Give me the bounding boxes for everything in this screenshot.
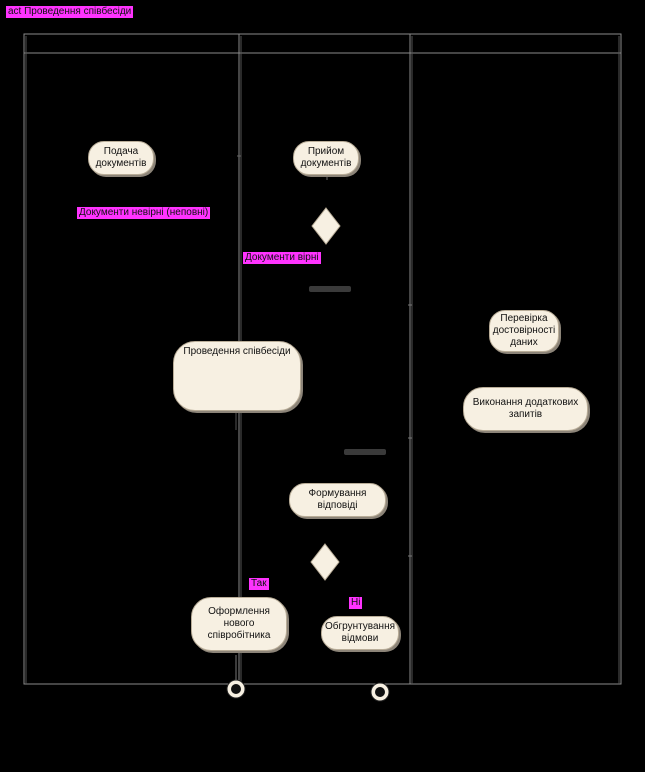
- activity-onboard-employee[interactable]: Оформлення нового співробітника: [191, 597, 287, 651]
- guard-docs-ok: Документи вірні: [243, 252, 321, 264]
- flow-marker-1: [309, 286, 351, 292]
- activity-extra-requests[interactable]: Виконання додаткових запитів: [463, 387, 588, 431]
- swimlane-frame: [23, 33, 622, 685]
- activity-label: Виконання додаткових запитів: [472, 397, 579, 420]
- guard-docs-wrong: Документи невірні (неповні): [77, 207, 211, 219]
- activity-label: Обгрунтування відмови: [324, 621, 396, 644]
- activity-label: Проведення співбесіди: [183, 346, 291, 357]
- activity-label: Оформлення нового співробітника: [207, 606, 271, 641]
- activity-label: Перевірка достовірності даних: [492, 313, 556, 348]
- activity-verify-data[interactable]: Перевірка достовірності даних: [489, 310, 559, 352]
- final-node-right: [370, 682, 390, 702]
- flow-marker-2: [344, 449, 386, 455]
- guard-no: Ні: [349, 597, 363, 609]
- decision-diamond-docs: [311, 207, 341, 245]
- activity-receive-documents[interactable]: Прийом документів: [293, 141, 359, 175]
- activity-label: Подача документів: [95, 146, 147, 169]
- activity-label: Прийом документів: [300, 146, 352, 169]
- activity-justify-refusal[interactable]: Обгрунтування відмови: [321, 616, 399, 650]
- final-node-left: [226, 679, 246, 699]
- diagram-title: act Проведення співбесіди: [6, 6, 134, 18]
- activity-label: Формування відповіді: [308, 488, 367, 511]
- activity-interview[interactable]: Проведення співбесіди: [173, 341, 301, 411]
- activity-submit-documents[interactable]: Подача документів: [88, 141, 154, 175]
- decision-diamond-result: [310, 543, 340, 581]
- activity-form-response[interactable]: Формування відповіді: [289, 483, 386, 517]
- guard-yes: Так: [249, 578, 269, 590]
